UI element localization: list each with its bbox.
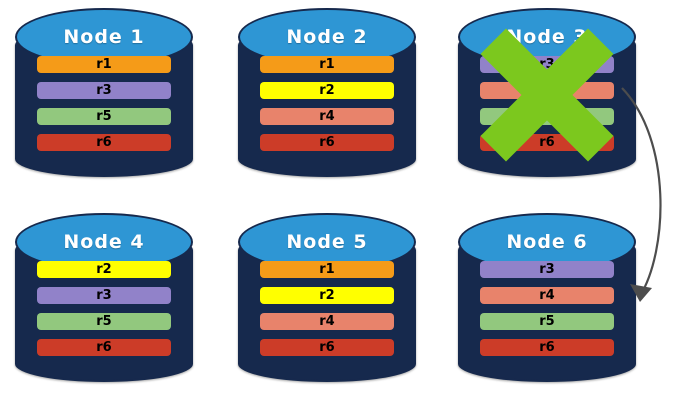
replica-bar[interactable]: r6	[260, 134, 394, 151]
replica-bar[interactable]: r1	[260, 261, 394, 278]
replica-bar[interactable]: r5	[37, 313, 171, 330]
replica-bar[interactable]: r4	[480, 287, 614, 304]
replica-bar[interactable]: r6	[37, 339, 171, 356]
replica-bar[interactable]: r2	[260, 287, 394, 304]
replica-bar[interactable]: r1	[260, 56, 394, 73]
replica-bar[interactable]: r1	[37, 56, 171, 73]
replica-bar[interactable]: r6	[37, 134, 171, 151]
node-cylinder-6[interactable]: Node 6 r3 r4 r5 r6	[458, 211, 636, 389]
replica-bar[interactable]: r6	[260, 339, 394, 356]
replica-list: r3 r4 r5 r6	[480, 261, 614, 356]
replica-bar[interactable]: r4	[260, 108, 394, 125]
replica-bar[interactable]: r3	[37, 287, 171, 304]
replica-bar[interactable]: r3	[480, 261, 614, 278]
replica-bar[interactable]: r3	[480, 56, 614, 73]
replica-bar[interactable]: r5	[37, 108, 171, 125]
node-cylinder-1[interactable]: Node 1 r1 r3 r5 r6	[15, 6, 193, 184]
node-label: Node 2	[286, 26, 368, 48]
replica-bar[interactable]: r3	[37, 82, 171, 99]
node-label: Node 1	[63, 26, 145, 48]
replica-bar[interactable]: r5	[480, 108, 614, 125]
replica-bar[interactable]: r4	[480, 82, 614, 99]
replica-list: r1 r3 r5 r6	[37, 56, 171, 151]
node-label: Node 4	[63, 231, 145, 253]
replica-bar[interactable]: r2	[37, 261, 171, 278]
node-cylinder-2[interactable]: Node 2 r1 r2 r4 r6	[238, 6, 416, 184]
replica-list: r1 r2 r4 r6	[260, 56, 394, 151]
replica-list: r2 r3 r5 r6	[37, 261, 171, 356]
replica-bar[interactable]: r6	[480, 339, 614, 356]
node-cylinder-4[interactable]: Node 4 r2 r3 r5 r6	[15, 211, 193, 389]
replica-bar[interactable]: r6	[480, 134, 614, 151]
replica-bar[interactable]: r5	[480, 313, 614, 330]
node-label: Node 5	[286, 231, 368, 253]
node-label: Node 6	[506, 231, 588, 253]
replica-list: r3 r4 r5 r6	[480, 56, 614, 151]
node-cylinder-5[interactable]: Node 5 r1 r2 r4 r6	[238, 211, 416, 389]
replica-list: r1 r2 r4 r6	[260, 261, 394, 356]
replica-bar[interactable]: r4	[260, 313, 394, 330]
replica-bar[interactable]: r2	[260, 82, 394, 99]
